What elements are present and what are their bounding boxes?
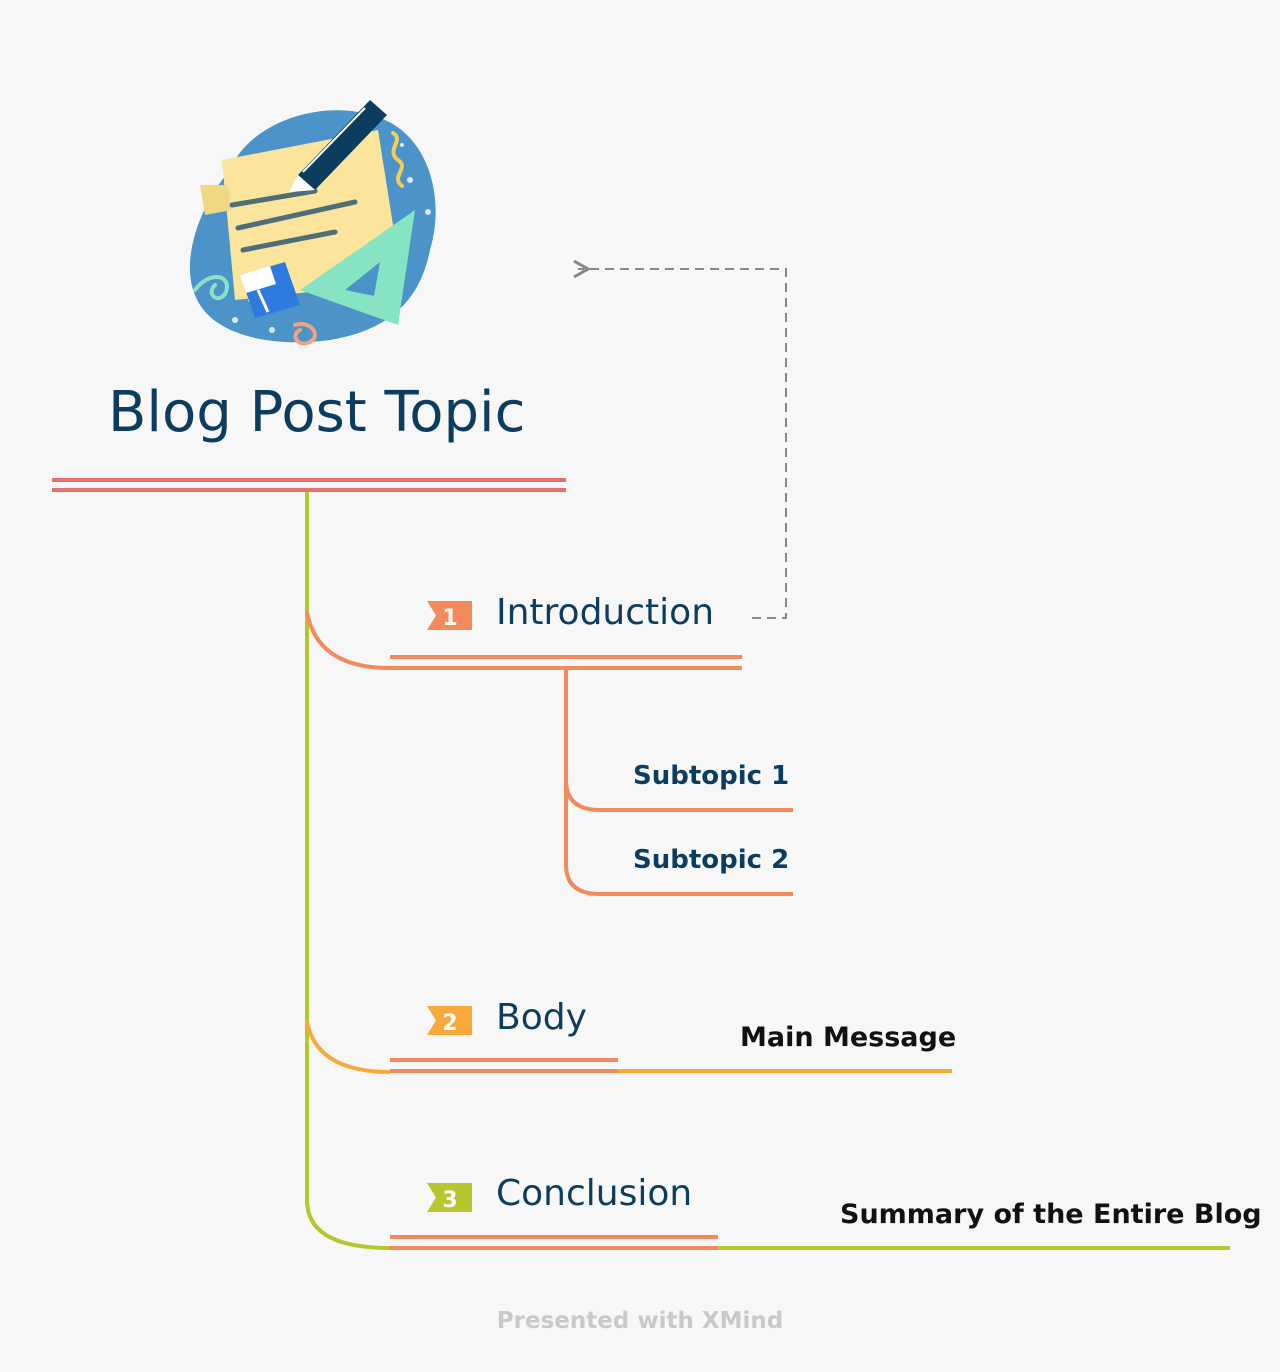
footer-credit: Presented with XMind bbox=[496, 1308, 784, 1334]
trunk-connector bbox=[305, 492, 391, 1250]
branch-1-connector bbox=[305, 611, 391, 670]
central-topic-title[interactable]: Blog Post Topic bbox=[108, 380, 526, 445]
branch-body[interactable]: Body bbox=[496, 997, 587, 1038]
relationship-arrow bbox=[578, 269, 787, 619]
priority-1-number: 1 bbox=[442, 606, 457, 631]
priority-3-icon: 3 bbox=[427, 1183, 472, 1213]
subtopic-1[interactable]: Subtopic 1 bbox=[633, 761, 790, 791]
subtopic-2-connector bbox=[564, 780, 793, 896]
branch-introduction[interactable]: Introduction bbox=[496, 592, 715, 633]
branch-2-connector bbox=[305, 1021, 391, 1074]
branch-body-note[interactable]: Main Message bbox=[740, 1022, 957, 1053]
branch-conclusion-note[interactable]: Summary of the Entire Blog bbox=[840, 1199, 1262, 1230]
writing-illustration-icon bbox=[189, 100, 436, 346]
subtopic-2[interactable]: Subtopic 2 bbox=[633, 845, 790, 875]
branch-conclusion[interactable]: Conclusion bbox=[496, 1173, 693, 1214]
priority-1-icon: 1 bbox=[427, 601, 472, 631]
priority-2-icon: 2 bbox=[427, 1006, 472, 1036]
priority-2-number: 2 bbox=[442, 1011, 457, 1036]
priority-3-number: 3 bbox=[442, 1188, 457, 1213]
